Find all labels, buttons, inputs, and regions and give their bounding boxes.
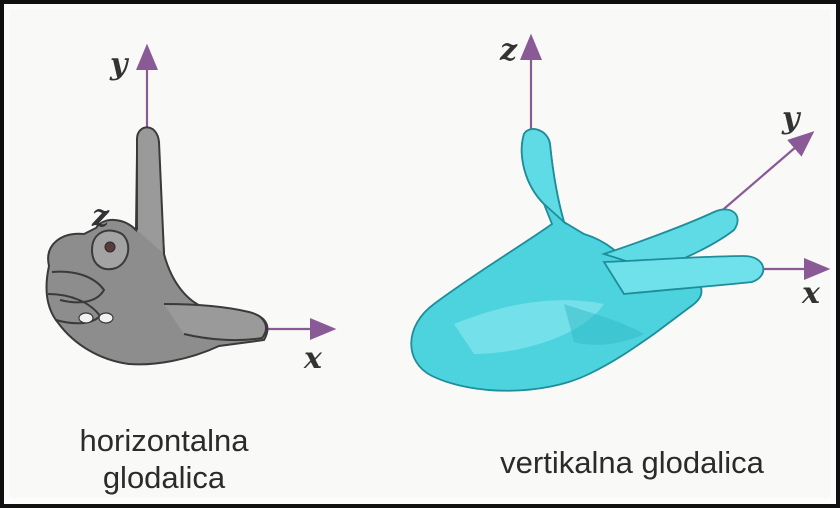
left-z-axis-label: z [92, 202, 109, 232]
right-thumb [522, 129, 564, 222]
left-nail-2 [99, 313, 113, 323]
right-middle-finger [604, 256, 763, 294]
left-nail-1 [79, 313, 93, 323]
left-hand-gray [46, 127, 267, 364]
right-x-axis-label: x [802, 279, 820, 309]
left-x-axis-label: x [304, 344, 322, 374]
right-hand-cyan [411, 129, 763, 391]
left-caption-line-2: glodalica [54, 459, 274, 496]
left-caption-line-1: horizontalna [54, 422, 274, 459]
left-middle-fingertip [105, 242, 115, 252]
left-y-axis-label: y [110, 50, 127, 80]
right-caption: vertikalna glodalica [472, 444, 792, 481]
right-z-axis-label: z [500, 36, 517, 66]
left-caption: horizontalna glodalica [54, 422, 274, 496]
right-y-axis-label: y [782, 104, 799, 134]
